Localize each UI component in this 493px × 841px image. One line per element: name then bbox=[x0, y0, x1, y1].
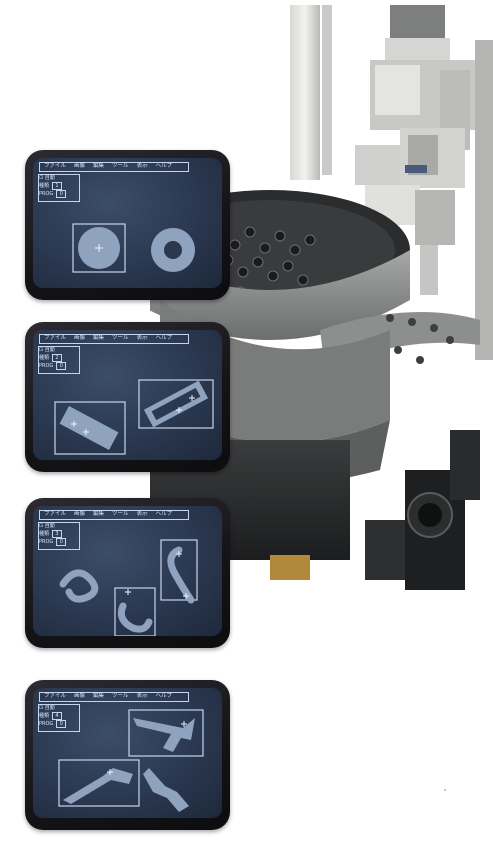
kind-label: 種類 bbox=[39, 182, 50, 189]
mode-label: 自動 bbox=[44, 704, 55, 711]
menu-tool[interactable]: ツール bbox=[112, 511, 129, 518]
menu-file[interactable]: ファイル bbox=[44, 693, 67, 700]
menu-view[interactable]: 表示 bbox=[136, 163, 148, 170]
part-view-2 bbox=[54, 379, 214, 455]
prog-label: PROG bbox=[39, 538, 54, 545]
kind-value[interactable]: 4 bbox=[52, 712, 63, 720]
prog-value[interactable]: 0 bbox=[56, 720, 67, 728]
control-box bbox=[38, 522, 80, 550]
prog-label: PROG bbox=[39, 190, 54, 197]
mode-icon: ⊡ bbox=[39, 522, 45, 529]
menu-help[interactable]: ヘルプ bbox=[155, 693, 173, 700]
menu-view[interactable]: 表示 bbox=[136, 511, 148, 518]
part-view-4 bbox=[58, 709, 204, 812]
prog-label: PROG bbox=[39, 362, 54, 369]
menu-image[interactable]: 画像 bbox=[74, 693, 86, 700]
menu-edit[interactable]: 編集 bbox=[93, 693, 105, 700]
menu-image[interactable]: 画像 bbox=[74, 335, 86, 342]
menu-file[interactable]: ファイル bbox=[44, 163, 67, 170]
kind-value[interactable]: 2 bbox=[52, 354, 63, 362]
kind-label: 種類 bbox=[39, 530, 50, 537]
menu-bar: ファイル 画像 編集 ツール 表示 ヘルプ bbox=[39, 334, 189, 344]
menu-edit[interactable]: 編集 bbox=[93, 511, 105, 518]
speck bbox=[444, 789, 446, 791]
mode-icon: ⊡ bbox=[39, 704, 45, 711]
menu-tool[interactable]: ツール bbox=[112, 163, 129, 170]
menu-file[interactable]: ファイル bbox=[44, 335, 67, 342]
menu-bar: ファイル 画像 編集 ツール 表示 ヘルプ bbox=[39, 692, 189, 702]
menu-image[interactable]: 画像 bbox=[74, 163, 86, 170]
menu-view[interactable]: 表示 bbox=[136, 693, 148, 700]
mode-label: 自動 bbox=[44, 174, 55, 181]
mode-label: 自動 bbox=[44, 346, 55, 353]
mode-icon: ⊡ bbox=[39, 174, 45, 181]
menu-edit[interactable]: 編集 bbox=[93, 335, 105, 342]
mode-icon: ⊡ bbox=[39, 346, 45, 353]
part-view-3 bbox=[59, 539, 198, 636]
prog-label: PROG bbox=[39, 720, 54, 727]
menu-bar: ファイル 画像 編集 ツール 表示 ヘルプ bbox=[39, 510, 189, 520]
control-box bbox=[38, 346, 80, 374]
prog-value[interactable]: 0 bbox=[56, 190, 67, 198]
menu-tool[interactable]: ツール bbox=[112, 335, 129, 342]
menu-bar: ファイル 画像 編集 ツール 表示 ヘルプ bbox=[39, 162, 189, 172]
kind-label: 種類 bbox=[39, 354, 50, 361]
control-box bbox=[38, 174, 80, 202]
menu-help[interactable]: ヘルプ bbox=[155, 511, 173, 518]
prog-value[interactable]: 0 bbox=[56, 538, 67, 546]
menu-file[interactable]: ファイル bbox=[44, 511, 67, 518]
kind-label: 種類 bbox=[39, 712, 50, 719]
menu-view[interactable]: 表示 bbox=[136, 335, 148, 342]
menu-edit[interactable]: 編集 bbox=[93, 163, 105, 170]
kind-value[interactable]: 3 bbox=[52, 530, 63, 538]
menu-tool[interactable]: ツール bbox=[112, 693, 129, 700]
kind-value[interactable]: 1 bbox=[52, 182, 63, 190]
mode-label: 自動 bbox=[44, 522, 55, 529]
prog-value[interactable]: 0 bbox=[56, 362, 67, 370]
menu-image[interactable]: 画像 bbox=[74, 511, 86, 518]
control-box bbox=[38, 704, 80, 732]
part-view-1 bbox=[72, 223, 195, 273]
menu-help[interactable]: ヘルプ bbox=[155, 163, 173, 170]
menu-help[interactable]: ヘルプ bbox=[155, 335, 173, 342]
